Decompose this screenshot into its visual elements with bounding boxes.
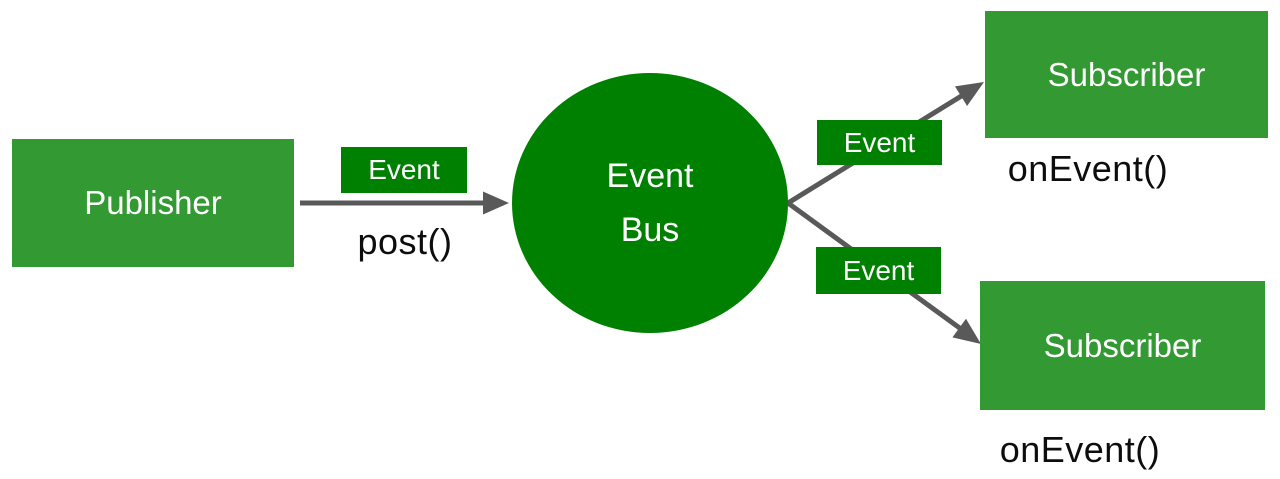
event-tag-top-label: Event	[843, 126, 916, 158]
subscriber-bottom-node: Subscriber	[980, 281, 1265, 410]
subscriber-top-label: Subscriber	[1047, 55, 1206, 93]
onevent-top-caption: onEvent()	[988, 148, 1188, 190]
publisher-to-bus-arrow	[300, 191, 509, 215]
subscriber-top-node: Subscriber	[985, 11, 1268, 138]
subscriber-bottom-label: Subscriber	[1043, 326, 1202, 364]
post-method-label: post()	[357, 221, 453, 262]
event-tag-publish-label: Event	[368, 154, 440, 185]
event-bus-node: Event Bus	[512, 73, 788, 333]
publisher-label: Publisher	[84, 184, 222, 221]
onevent-bottom-label: onEvent()	[999, 429, 1161, 470]
onevent-bottom-caption: onEvent()	[980, 429, 1180, 471]
event-bus-label-line1: Event	[606, 157, 694, 195]
publisher-node: Publisher	[12, 139, 294, 267]
post-method-caption: post()	[330, 221, 480, 263]
onevent-top-label: onEvent()	[1007, 148, 1169, 189]
event-bus-label-line2: Bus	[620, 211, 680, 249]
event-tag-bottom-label: Event	[842, 254, 915, 286]
event-tag-subscriber-bottom: Event	[816, 247, 941, 294]
event-tag-subscriber-top: Event	[817, 120, 942, 165]
event-tag-publish: Event	[341, 147, 467, 193]
